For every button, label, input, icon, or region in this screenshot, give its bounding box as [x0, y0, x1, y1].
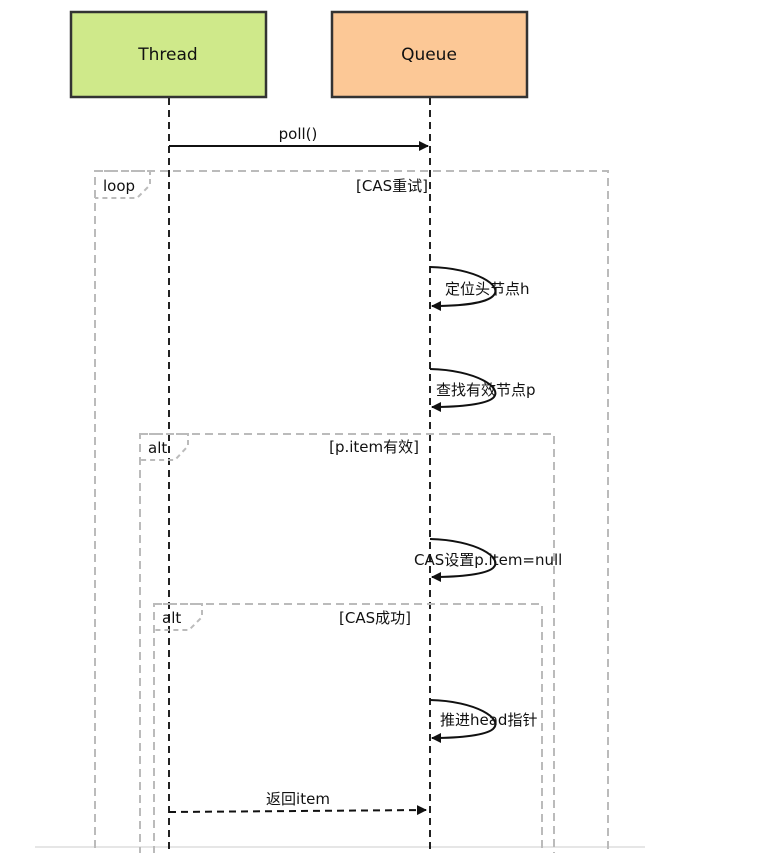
alt-item-valid-keyword: alt: [148, 439, 167, 457]
message-return-item-label: 返回item: [266, 790, 330, 808]
alt-cas-success-guard: [CAS成功]: [339, 609, 411, 627]
loop-frame-guard: [CAS重试]: [356, 177, 428, 195]
message-locate-head-arrow: [429, 266, 497, 311]
participant-queue-label: Queue: [401, 45, 457, 65]
alt-item-valid-guard: [p.item有效]: [329, 438, 419, 456]
message-poll: poll(): [169, 125, 429, 151]
alt-cas-success-keyword: alt: [162, 609, 181, 627]
message-cas-set-null-arrow: [429, 538, 497, 582]
message-return-item: 返回item: [168, 790, 427, 816]
message-cas-set-null: CAS设置p.item=null: [414, 538, 562, 582]
message-find-valid-arrow: [429, 368, 497, 412]
participant-thread-label: Thread: [137, 45, 197, 65]
alt-item-valid-frame: alt [p.item有效]: [139, 433, 555, 853]
message-return-item-arrow: [168, 805, 427, 816]
message-cas-set-null-label: CAS设置p.item=null: [414, 551, 562, 569]
message-poll-label: poll(): [279, 125, 318, 143]
message-advance-head-label: 推进head指针: [440, 711, 537, 729]
message-advance-head: 推进head指针: [429, 699, 537, 743]
alt-cas-success-frame: alt [CAS成功]: [153, 603, 543, 853]
participant-thread: Thread: [69, 10, 268, 99]
message-find-valid-label: 查找有效节点p: [436, 381, 536, 399]
message-find-valid: 查找有效节点p: [429, 368, 536, 412]
loop-frame: loop [CAS重试]: [94, 170, 609, 853]
message-locate-head-label: 定位头节点h: [445, 280, 530, 298]
participant-queue: Queue: [330, 10, 529, 99]
message-advance-head-arrow: [429, 699, 497, 743]
loop-frame-keyword: loop: [103, 177, 135, 195]
message-locate-head: 定位头节点h: [429, 266, 530, 311]
